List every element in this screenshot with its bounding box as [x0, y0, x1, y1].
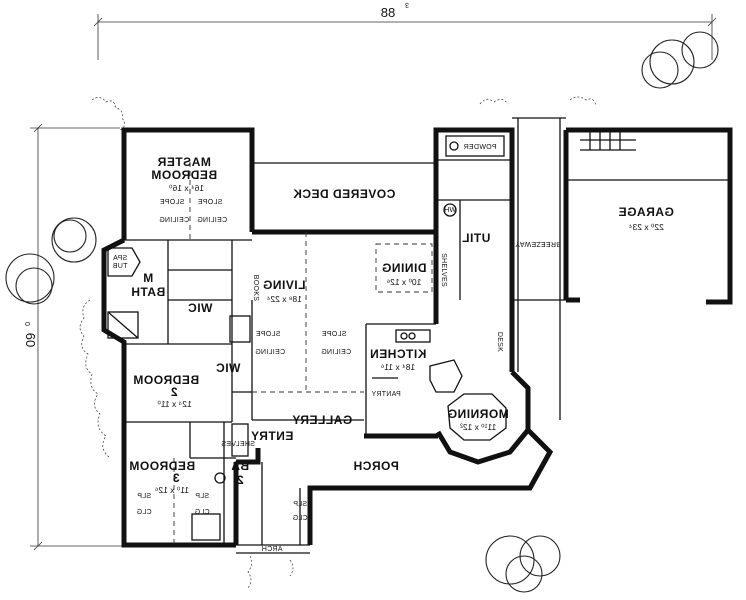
interior-walls — [124, 117, 730, 554]
entry-slope-label: SLP CLG — [292, 501, 307, 522]
entry-label: ENTRY — [251, 429, 294, 443]
svg-text:SLP: SLP — [137, 493, 151, 500]
walls — [101, 127, 733, 548]
depth-dimension: 60 — [23, 333, 38, 347]
m-bath-label: M BATH — [131, 271, 165, 299]
dashed-lines — [173, 162, 433, 545]
svg-text:CEILING: CEILING — [255, 349, 285, 356]
svg-text:2: 2 — [170, 385, 177, 399]
garage-label: GARAGE 22⁰ x 23⁴ — [618, 205, 674, 232]
spa-tub-label: SPA TUB — [113, 255, 128, 270]
svg-text:CEILING: CEILING — [321, 349, 351, 356]
breezeway-label: BREEZEWAY — [515, 240, 561, 247]
svg-text:SLOPE: SLOPE — [256, 331, 281, 338]
svg-text:DINING: DINING — [382, 261, 427, 275]
svg-text:CEILING: CEILING — [197, 217, 227, 224]
desk-label: DESK — [496, 332, 503, 352]
pantry-label: PANTRY — [371, 391, 401, 398]
wh-label: WH — [444, 207, 456, 214]
arch-label: ARCH — [261, 546, 282, 553]
ba2-label: BA 2 — [231, 459, 249, 487]
gallery-label: GALLERY — [292, 413, 352, 427]
svg-text:M: M — [143, 271, 154, 285]
svg-text:10⁰ x 12⁶: 10⁰ x 12⁶ — [387, 277, 422, 287]
svg-text:16⁴ x 16⁰: 16⁴ x 16⁰ — [169, 183, 205, 193]
svg-text:11⁰ x 12⁶: 11⁰ x 12⁶ — [155, 485, 189, 495]
landscaping — [5, 31, 719, 593]
porch-label: PORCH — [353, 459, 399, 473]
svg-text:GARAGE: GARAGE — [618, 205, 674, 219]
svg-text:SPA: SPA — [113, 255, 127, 262]
covered-deck-label: COVERED DECK — [293, 187, 396, 201]
dining-label: DINING 10⁰ x 12⁶ — [382, 261, 427, 287]
svg-text:3: 3 — [172, 471, 179, 485]
width-dimension: 88 — [381, 5, 395, 20]
svg-text:SLOPE: SLOPE — [322, 331, 347, 338]
svg-text:BEDROOM: BEDROOM — [133, 373, 199, 387]
bedroom3-label: BEDROOM 3 11⁰ x 12⁶ SLP CLG SLP CLG — [129, 459, 210, 516]
kitchen-label: KITCHEN 18⁴ x 11⁶ — [370, 347, 427, 372]
svg-text:SLOPE: SLOPE — [160, 199, 185, 206]
svg-text:2: 2 — [236, 473, 243, 487]
svg-text:KITCHEN: KITCHEN — [370, 347, 427, 361]
entry-shelves-label: SHELVES — [221, 441, 255, 448]
books-label: BOOKS — [252, 275, 259, 301]
svg-text:11¹⁰ x 12²: 11¹⁰ x 12² — [460, 422, 496, 432]
morning-label: MORNING 11¹⁰ x 12² — [447, 407, 509, 432]
svg-text:LIVING: LIVING — [262, 278, 305, 292]
svg-text:CLG: CLG — [194, 509, 209, 516]
svg-text:12⁴ x 11⁰: 12⁴ x 11⁰ — [157, 399, 192, 409]
living-label: LIVING 18⁸ x 22⁴ SLOPE CEILING SLOPE CEI… — [255, 278, 351, 356]
svg-text:MORNING: MORNING — [447, 407, 509, 421]
svg-text:MASTER: MASTER — [157, 155, 211, 169]
bed2-wic-label: WIC — [216, 361, 241, 375]
svg-text:SLP: SLP — [293, 501, 307, 508]
svg-text:18⁸ x 22⁴: 18⁸ x 22⁴ — [266, 294, 301, 304]
svg-text:BATH: BATH — [131, 285, 165, 299]
bedroom2-label: BEDROOM 2 12⁴ x 11⁰ — [133, 373, 199, 409]
svg-text:CLG: CLG — [292, 515, 307, 522]
svg-text:22⁰ x 23⁴: 22⁰ x 23⁴ — [629, 222, 664, 232]
svg-text:SLP: SLP — [195, 493, 209, 500]
width-dimension-prime: 3 — [405, 1, 409, 8]
svg-text:18⁴ x 11⁶: 18⁴ x 11⁶ — [381, 362, 415, 372]
util-label: UTIL — [462, 231, 491, 245]
svg-text:TUB: TUB — [113, 263, 128, 270]
svg-text:BA: BA — [231, 459, 249, 473]
svg-text:BEDROOM: BEDROOM — [129, 459, 195, 473]
dining-shelves-label: SHELVES — [440, 253, 447, 287]
svg-text:BEDROOM: BEDROOM — [151, 168, 217, 182]
svg-text:CLG: CLG — [136, 509, 151, 516]
master-wic-label: WIC — [188, 301, 213, 315]
depth-dimension-prime: 0 — [23, 322, 30, 326]
master-bedroom-label: MASTER BEDROOM 16⁴ x 16⁰ SLOPE CEILING S… — [151, 155, 227, 224]
svg-text:CEILING: CEILING — [159, 217, 189, 224]
fixtures — [107, 135, 507, 541]
svg-text:SLOPE: SLOPE — [198, 199, 223, 206]
powder-label: POWDER — [463, 144, 496, 151]
